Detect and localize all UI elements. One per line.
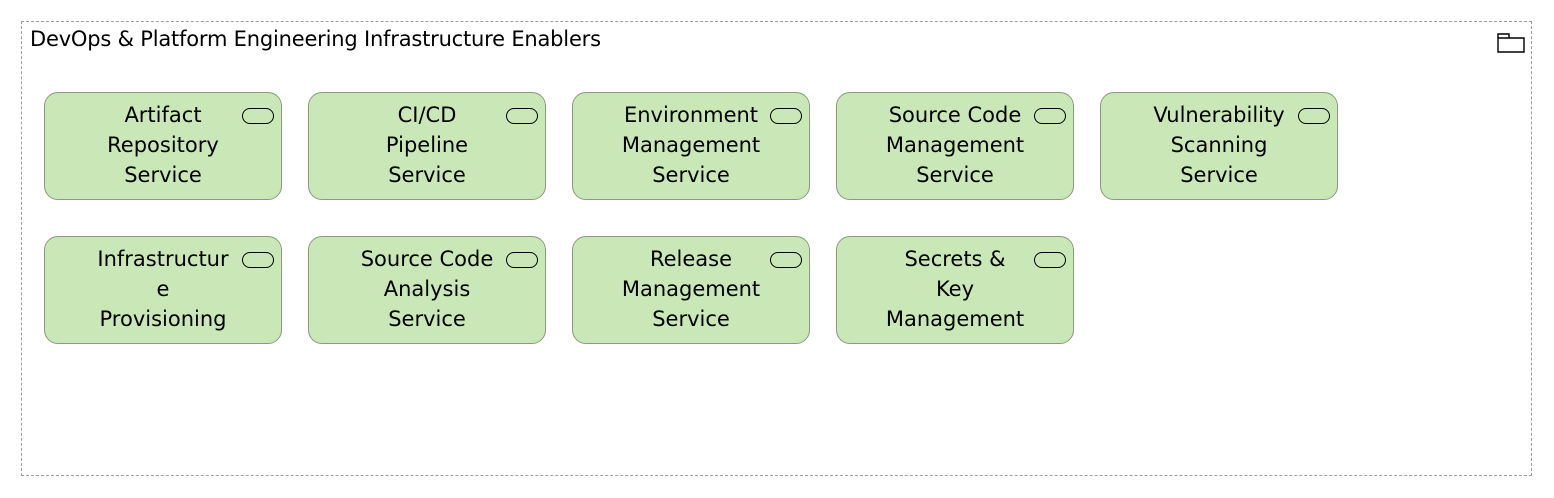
- service-artifact-repository[interactable]: Artifact Repository Service: [44, 92, 282, 200]
- business-service-icon: [506, 252, 538, 268]
- business-service-icon: [242, 252, 274, 268]
- service-environment-management[interactable]: Environment Management Service: [572, 92, 810, 200]
- service-label: Source Code Analysis Service: [360, 247, 494, 331]
- service-label: Artifact Repository Service: [107, 103, 219, 187]
- business-service-icon: [1298, 108, 1330, 124]
- business-service-icon: [1034, 252, 1066, 268]
- service-vulnerability-scanning[interactable]: Vulnerability Scanning Service: [1100, 92, 1338, 200]
- business-service-icon: [242, 108, 274, 124]
- service-label: Environment Management Service: [621, 103, 761, 187]
- service-label: Vulnerability Scanning Service: [1153, 103, 1285, 187]
- folder-icon: [1497, 33, 1525, 53]
- service-source-code-analysis[interactable]: Source Code Analysis Service: [308, 236, 546, 344]
- service-label: Source Code Management Service: [885, 103, 1025, 187]
- business-service-icon: [1034, 108, 1066, 124]
- group-title: DevOps & Platform Engineering Infrastruc…: [30, 27, 601, 51]
- business-service-icon: [770, 108, 802, 124]
- service-ci-cd-pipeline[interactable]: CI/CD Pipeline Service: [308, 92, 546, 200]
- service-release-management[interactable]: Release Management Service: [572, 236, 810, 344]
- service-label: CI/CD Pipeline Service: [385, 103, 469, 187]
- service-label: Infrastructur e Provisioning: [97, 247, 229, 331]
- service-infrastructure-provisioning[interactable]: Infrastructur e Provisioning: [44, 236, 282, 344]
- service-label: Release Management Service: [621, 247, 761, 331]
- service-secrets-key-management[interactable]: Secrets & Key Management: [836, 236, 1074, 344]
- service-label: Secrets & Key Management: [885, 247, 1025, 331]
- service-source-code-management[interactable]: Source Code Management Service: [836, 92, 1074, 200]
- business-service-icon: [770, 252, 802, 268]
- business-service-icon: [506, 108, 538, 124]
